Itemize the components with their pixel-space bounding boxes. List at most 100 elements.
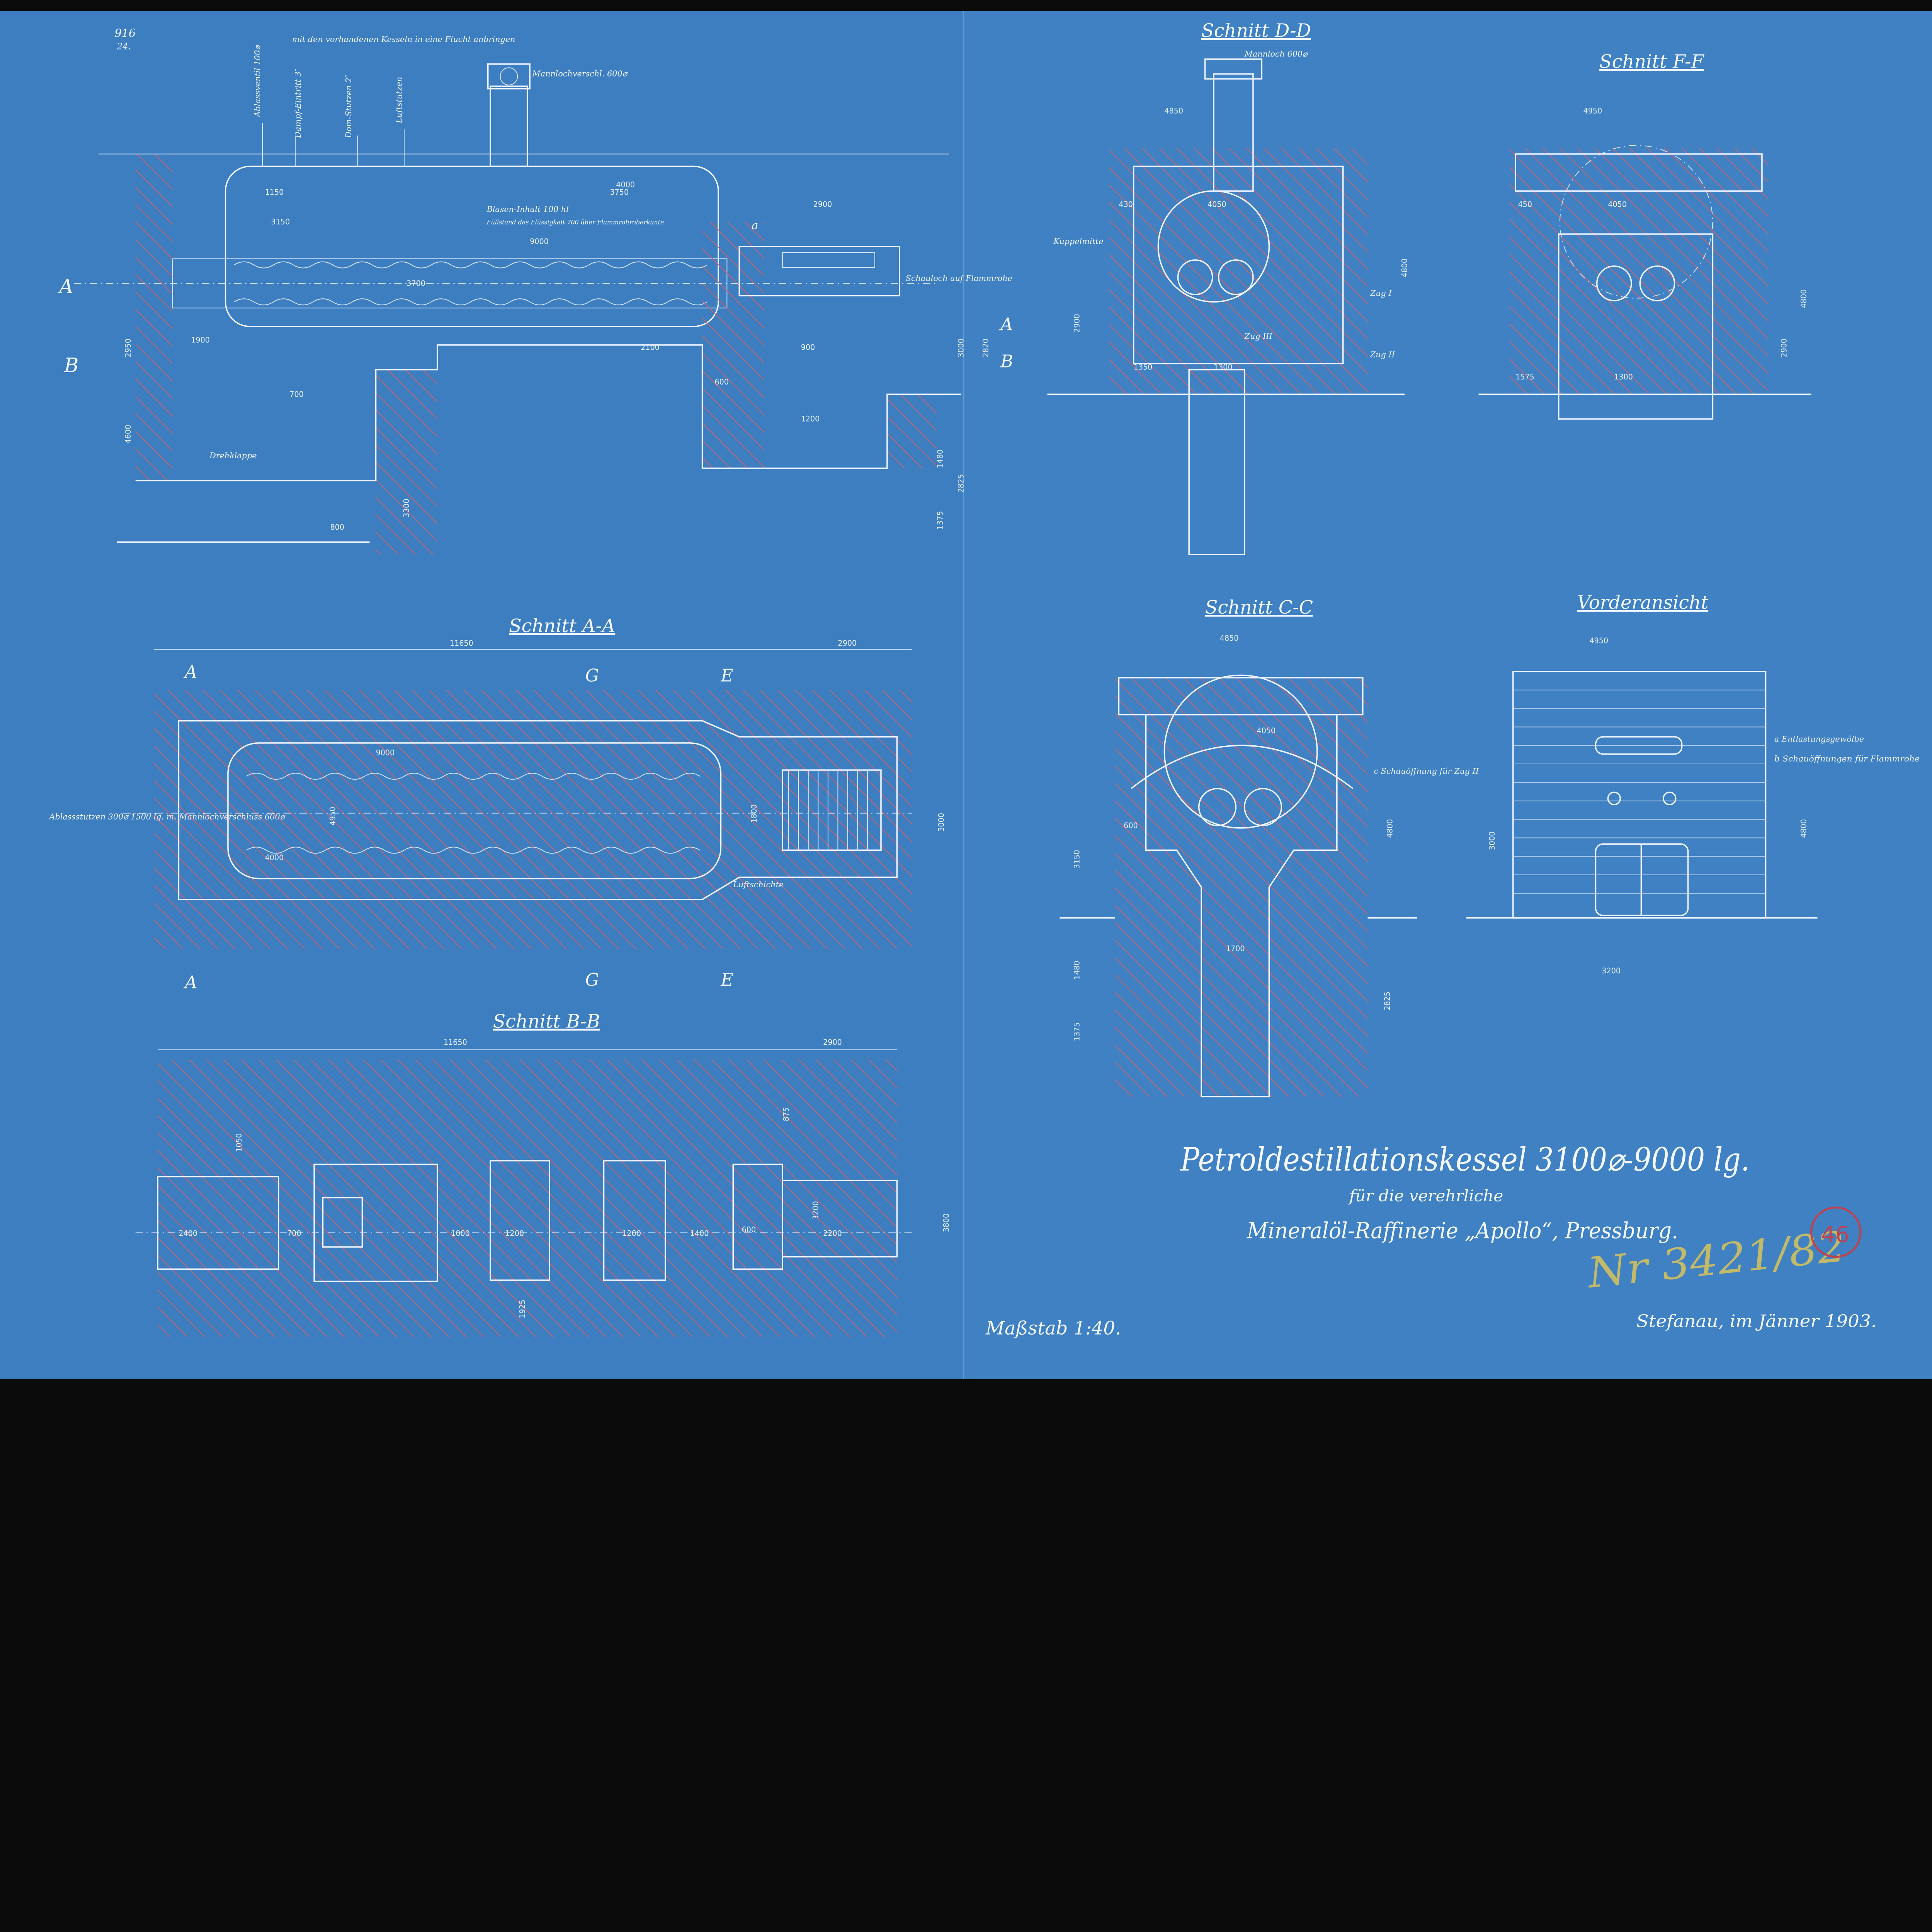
dim: 1300 <box>1614 372 1633 381</box>
dim: 4950 <box>1583 106 1602 115</box>
dim: 1900 <box>191 335 210 344</box>
foundation-outline <box>135 344 961 481</box>
pier <box>603 1160 666 1281</box>
masonry-hatch <box>1509 148 1768 395</box>
manhole-circle <box>500 67 518 85</box>
label-zug1: Zug I <box>1370 288 1392 298</box>
dim: 2900 <box>813 200 832 209</box>
dim: 1375 <box>935 511 944 530</box>
dim: 2900 <box>1780 338 1789 357</box>
grate-chamber <box>313 1163 438 1282</box>
flue-right-2 <box>782 1180 898 1258</box>
sight-hole-right <box>1663 791 1677 806</box>
dim: 1000 <box>451 1229 470 1238</box>
grate <box>782 252 875 268</box>
dim: 800 <box>330 523 345 532</box>
dim: 11650 <box>450 639 473 648</box>
section-ff-title: Schnitt F-F <box>1599 51 1704 72</box>
pier <box>490 1160 550 1281</box>
black-border-top <box>0 0 1932 11</box>
manhole-cap <box>1204 58 1263 80</box>
dim: 3200 <box>1602 966 1621 975</box>
dim: 2950 <box>124 338 133 357</box>
dim: 1300 <box>1214 363 1233 372</box>
dim: 4850 <box>1164 106 1183 115</box>
inner-chamber <box>1558 233 1714 420</box>
masonry-hatch <box>158 1060 897 1337</box>
label-schauloch: Schauloch auf Flammrohe <box>906 274 1012 283</box>
dim: 4050 <box>1208 200 1226 209</box>
dim: 1575 <box>1515 372 1534 381</box>
dim: 450 <box>1518 200 1532 209</box>
dim: 9000 <box>376 748 395 757</box>
dim: 2825 <box>1383 992 1392 1010</box>
place-date: Stefanau, im Jänner 1903. <box>1636 1311 1877 1331</box>
label-luftschichte: Luftschichte <box>733 880 784 889</box>
marker-a-left: A <box>58 276 73 298</box>
flue <box>738 246 900 297</box>
label-zug3: Zug III <box>1244 332 1273 341</box>
manhole-dome <box>490 85 528 167</box>
dim: 4800 <box>1799 819 1808 838</box>
dim: 1200 <box>505 1229 524 1238</box>
dim: 3300 <box>402 499 411 518</box>
flame-tube-left <box>1177 259 1213 295</box>
masonry-hatch <box>135 154 173 481</box>
marker: G <box>585 665 599 685</box>
dim: 4000 <box>616 180 635 189</box>
dim: 4800 <box>1400 259 1409 277</box>
tube-wave <box>246 773 700 780</box>
dim: 3200 <box>811 1201 820 1220</box>
dim: 4950 <box>1590 636 1609 645</box>
label-luft: Luftstutzen <box>395 77 404 124</box>
flame-tube-left <box>1596 265 1632 301</box>
dim: 875 <box>782 1107 791 1121</box>
marker: E <box>720 665 733 685</box>
label-kuppelmitte: Kuppelmitte <box>1053 236 1103 246</box>
section-ff: Schnitt F-F 4950 4050 4800 2900 1300 157… <box>1478 51 1811 420</box>
flame-tube-right <box>1639 265 1675 301</box>
dim: 3000 <box>957 338 966 357</box>
front-view-title: Vorderansicht <box>1577 592 1709 613</box>
dim: 2900 <box>1072 314 1081 333</box>
dim: 1050 <box>235 1133 243 1152</box>
dim: 1480 <box>1072 961 1081 980</box>
dim: 1925 <box>518 1299 527 1318</box>
grate-plan <box>782 769 882 851</box>
dim: 2825 <box>957 474 966 493</box>
flame-tube-right <box>1243 788 1282 827</box>
dim: 700 <box>287 1229 301 1238</box>
dim: 2200 <box>823 1229 842 1238</box>
dim: 2900 <box>823 1038 842 1047</box>
dim: 3150 <box>271 217 290 226</box>
dim: 1800 <box>750 804 759 823</box>
sheet-ref-sub: 24. <box>117 42 131 52</box>
label-zug2: Zug II <box>1370 350 1395 359</box>
relief-arch <box>1131 745 1354 789</box>
flame-tube-left <box>1198 788 1237 827</box>
marker: A <box>183 972 197 992</box>
dim: 4000 <box>265 853 284 862</box>
manhole-cap <box>487 63 531 90</box>
section-cc-title: Schnitt C-C <box>1205 597 1313 618</box>
marker-a-right: A <box>999 315 1013 335</box>
masonry-hatch <box>376 369 438 554</box>
drawing-title: Petroldestillationskessel 3100⌀-9000 lg. <box>1180 1141 1750 1178</box>
section-bb-title: Schnitt B-B <box>493 1011 600 1032</box>
dim: 600 <box>742 1225 756 1234</box>
dim: 700 <box>289 390 304 399</box>
dim: 1200 <box>801 415 820 423</box>
tube-wave <box>246 847 700 854</box>
dim: 600 <box>714 378 729 386</box>
chimney-base <box>1188 369 1245 555</box>
furnace-chamber <box>1145 714 1338 1097</box>
dim: 4950 <box>328 807 337 826</box>
grate-inner <box>322 1197 363 1248</box>
dim: 2900 <box>838 639 857 648</box>
sight-hole-left <box>1607 791 1621 806</box>
dim: 600 <box>1124 821 1138 830</box>
label-ablassstutzen: Ablassstutzen 300⌀ 1500 lg. m. Mannlochv… <box>49 812 286 821</box>
masonry-hatch <box>702 221 764 468</box>
dim: 900 <box>801 343 815 352</box>
section-bb: Schnitt B-B 11650 2900 2400 700 1000 120… <box>135 1011 951 1337</box>
